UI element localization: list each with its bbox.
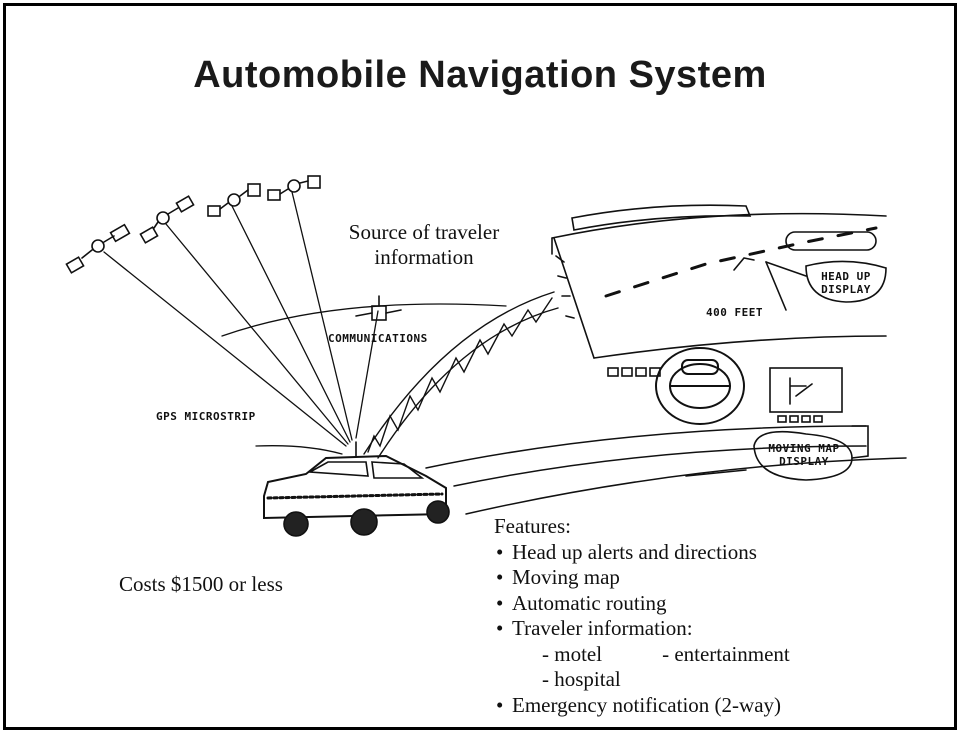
features-heading: Features: (494, 514, 571, 538)
feature-item: Automatic routing (494, 591, 850, 617)
cost-label: Costs $1500 or less (119, 572, 283, 596)
features-list: Features: Head up alerts and directions … (494, 514, 850, 718)
moving-map-label: MOVING MAP DISPLAY (768, 442, 840, 468)
steering-wheel-icon (655, 347, 745, 425)
page-title: Automobile Navigation System (193, 54, 767, 96)
feature-item: Moving map (494, 565, 850, 591)
satellite-icon-3 (207, 183, 261, 217)
road-sketch (425, 226, 907, 515)
communications-tower-icon (355, 295, 402, 321)
feature-sub-item: - motel (542, 641, 603, 666)
moving-map-display-icon (753, 367, 869, 481)
communications-label: COMMUNICATIONS (328, 332, 428, 345)
satellite-icon-1 (65, 223, 131, 274)
feature-item: Traveler information: (494, 616, 850, 642)
data-beam (363, 291, 559, 459)
satellite-icon-4 (267, 175, 321, 201)
earth-horizon (221, 303, 507, 337)
windshield-sketch (551, 204, 887, 359)
car-illustration (263, 441, 450, 537)
feature-item: Head up alerts and directions (494, 540, 850, 566)
feature-sub-item: - entertainment (662, 641, 790, 666)
feature-sub-row: - hospital (494, 667, 850, 693)
slide-frame: Automobile Navigation System Source of t… (3, 3, 957, 730)
distance-label: 400 FEET (706, 306, 763, 319)
head-up-label: HEAD UP DISPLAY (821, 270, 871, 296)
feature-sub-row: - motel - entertainment (494, 642, 850, 668)
feature-item: Emergency notification (2-way) (494, 693, 850, 719)
navigation-sketch (65, 175, 907, 537)
source-label: Source of traveler information (348, 220, 500, 269)
satellite-icon-2 (139, 195, 195, 244)
head-up-display-icon (733, 257, 887, 311)
gps-label: GPS MICROSTRIP (156, 410, 256, 423)
gps-signal-rays (103, 191, 379, 447)
feature-sub-item: - hospital (542, 667, 621, 691)
